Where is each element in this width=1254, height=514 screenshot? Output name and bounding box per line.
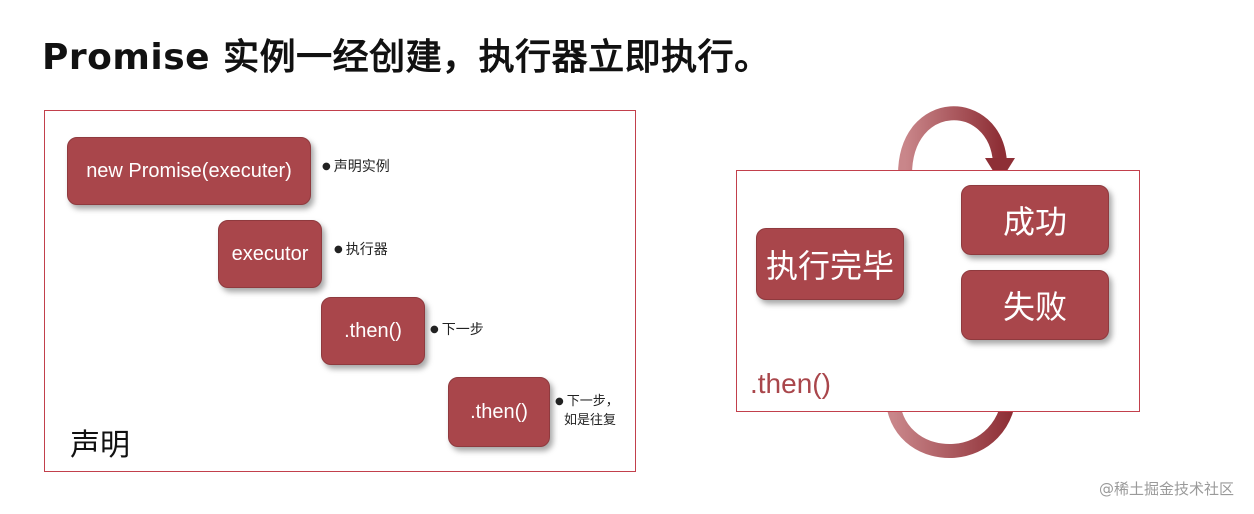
- note-text: 声明实例: [333, 159, 390, 175]
- failure-label: 失败: [1002, 288, 1067, 326]
- execution-complete-box: 执行完毕: [756, 228, 904, 300]
- watermark: @稀土掘金技术社区: [1098, 480, 1234, 498]
- then-box-1: .then(): [321, 297, 425, 365]
- then-box-2: .then(): [448, 377, 550, 447]
- note-text: 执行器: [345, 242, 388, 258]
- note-executor: ●执行器: [334, 242, 388, 258]
- success-box: 成功: [961, 185, 1109, 255]
- then-label-1: .then(): [344, 319, 402, 342]
- note-declare-instance: ●声明实例: [322, 159, 390, 175]
- then-label: .then(): [750, 368, 831, 399]
- note-text-line1: 下一步，: [566, 394, 619, 409]
- declaration-label: 声明: [70, 428, 130, 463]
- note-next-step: ●下一步: [430, 322, 484, 338]
- failure-box: 失败: [961, 270, 1109, 340]
- executor-label: executor: [231, 242, 309, 265]
- executor-box: executor: [218, 220, 322, 288]
- then-label-2: .then(): [470, 400, 528, 423]
- page-title: Promise 实例一经创建，执行器立即执行。: [42, 37, 771, 78]
- note-text: 下一步: [441, 322, 484, 338]
- success-label: 成功: [1002, 203, 1067, 241]
- note-text-line2: 如是往复: [564, 413, 617, 428]
- execution-complete-label: 执行完毕: [765, 247, 894, 285]
- new-promise-label: new Promise(executer): [86, 159, 292, 182]
- note-repeat: ●下一步， 如是往复: [555, 394, 619, 428]
- new-promise-box: new Promise(executer): [67, 137, 311, 205]
